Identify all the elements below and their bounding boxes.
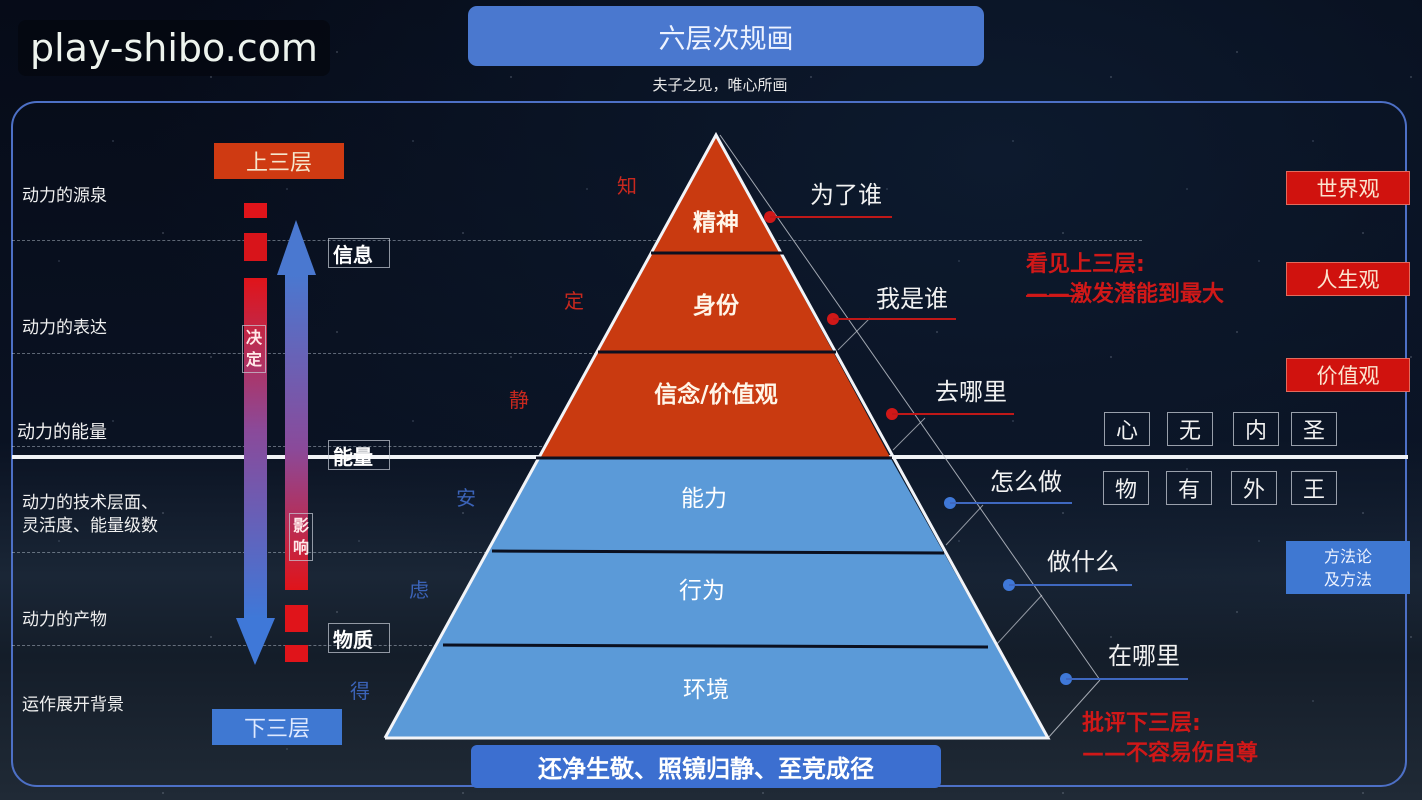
lower-quote: 批评下三层: ——不容易伤自尊	[1082, 709, 1258, 769]
char-box-xin: 心	[1104, 412, 1150, 446]
page-title: 六层次规画	[468, 6, 984, 66]
influence-label: 影 响	[289, 513, 313, 561]
lower-quote-line-1: 批评下三层:	[1082, 711, 1201, 736]
label-source: 动力的源泉	[22, 186, 107, 206]
question-who-am-i: 我是谁	[876, 285, 948, 313]
question-where: 在哪里	[1108, 642, 1180, 670]
layer-behavior: 行为	[679, 578, 725, 604]
layer-spirit: 精神	[693, 210, 739, 236]
layer-identity: 身份	[693, 293, 739, 319]
char-de: 得	[350, 679, 370, 703]
pyramid-upper	[540, 135, 890, 457]
layer-capability: 能力	[681, 486, 727, 512]
values-tag: 价值观	[1286, 358, 1410, 392]
bottom-banner: 还净生敬、照镜归静、至竞成径	[471, 745, 941, 788]
char-jing: 静	[509, 388, 529, 412]
info-box: 信息	[328, 238, 390, 268]
outlook-on-life-tag: 人生观	[1286, 262, 1410, 296]
decide-char-2: 定	[245, 350, 262, 369]
question-what: 做什么	[1047, 548, 1119, 576]
char-box-you: 有	[1166, 471, 1212, 505]
upper-quote: 看见上三层: ——激发潜能到最大	[1026, 250, 1224, 310]
label-expression: 动力的表达	[22, 318, 107, 338]
upper-quote-line-1: 看见上三层:	[1026, 252, 1145, 277]
label-technical-1: 动力的技术层面、	[22, 493, 158, 513]
char-box-sheng: 圣	[1291, 412, 1337, 446]
char-box-wang: 王	[1291, 471, 1337, 505]
label-energy: 动力的能量	[17, 422, 107, 443]
char-ding: 定	[564, 289, 584, 313]
page-subtitle: 夫子之见，唯心所画	[652, 76, 788, 94]
energy-box: 能量	[328, 440, 390, 470]
char-box-wu2: 物	[1103, 471, 1149, 505]
layer-beliefs-values: 信念/价值观	[654, 382, 778, 408]
methodology-line-2: 及方法	[1323, 569, 1372, 589]
char-box-wai: 外	[1231, 471, 1277, 505]
label-product: 动力的产物	[22, 610, 107, 630]
dashed-divider-3	[12, 446, 542, 447]
methodology-line-1: 方法论	[1323, 546, 1372, 566]
question-for-whom: 为了谁	[810, 181, 882, 209]
page-title-text: 六层次规画	[658, 23, 794, 55]
dashed-divider-5	[12, 645, 452, 646]
decide-label: 决 定	[242, 325, 266, 373]
influence-char-1: 影	[292, 516, 309, 535]
char-lv: 虑	[409, 578, 429, 602]
label-background: 运作展开背景	[22, 695, 124, 715]
up-arrowhead	[277, 220, 316, 275]
upper-three-tag: 上三层	[214, 143, 344, 179]
question-how: 怎么做	[990, 468, 1062, 496]
lower-quote-line-2: ——不容易伤自尊	[1082, 741, 1259, 766]
layer-environment: 环境	[683, 677, 729, 703]
arrows-graphic	[236, 203, 316, 665]
matter-box: 物质	[328, 623, 390, 653]
char-an: 安	[456, 486, 476, 510]
label-technical-2: 灵活度、能量级数	[22, 516, 158, 536]
down-arrow-dash-1	[244, 203, 267, 218]
dashed-divider-1	[12, 240, 1142, 241]
worldview-tag: 世界观	[1286, 171, 1410, 205]
watermark: play-shibo.com	[18, 20, 330, 76]
decide-char-1: 决	[245, 328, 262, 347]
up-arrow-dash-2	[285, 645, 308, 662]
question-where-to: 去哪里	[935, 378, 1007, 406]
up-arrow-dash-1	[285, 605, 308, 632]
upper-quote-line-2: ——激发潜能到最大	[1026, 282, 1225, 307]
influence-char-2: 响	[292, 538, 309, 557]
lower-three-tag: 下三层	[212, 709, 342, 745]
down-arrowhead	[236, 618, 275, 665]
pyramid-lower	[385, 457, 1048, 738]
char-box-wu: 无	[1167, 412, 1213, 446]
down-arrow-dash-2	[244, 233, 267, 261]
char-zhi: 知	[617, 174, 637, 198]
methodology-tag: 方法论 及方法	[1286, 541, 1410, 594]
char-box-nei: 内	[1233, 412, 1279, 446]
